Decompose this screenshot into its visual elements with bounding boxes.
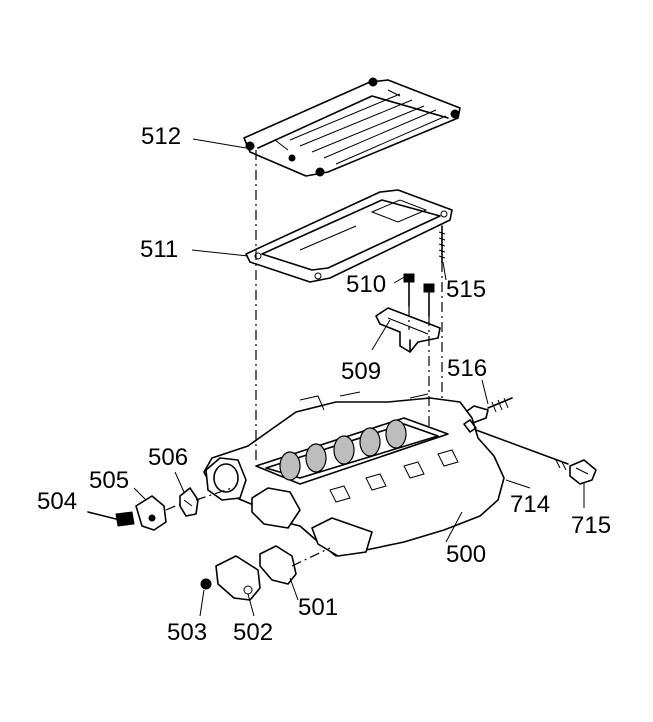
part-500-intake-manifold <box>203 391 505 557</box>
part-509-bracket <box>375 307 441 353</box>
callout-516: 516 <box>447 355 487 382</box>
leader-lines <box>133 138 585 617</box>
callout-511: 511 <box>140 236 178 263</box>
part-506-gasket <box>179 487 199 517</box>
callout-500: 500 <box>446 541 486 568</box>
callout-509: 509 <box>341 358 381 385</box>
part-715-connector <box>569 459 597 485</box>
part-502-cover <box>215 555 261 601</box>
part-515-stud <box>438 225 446 263</box>
callout-503: 503 <box>167 619 207 646</box>
callout-510: 510 <box>346 271 386 298</box>
callout-504: 504 <box>37 488 77 515</box>
part-510-bolts <box>403 273 435 317</box>
part-505-plate <box>135 495 167 531</box>
callout-506: 506 <box>148 444 188 471</box>
callout-515: 515 <box>446 276 486 303</box>
part-501-gasket <box>259 545 297 585</box>
part-504-bolt <box>87 511 135 527</box>
part-511-cover-gasket <box>245 189 453 283</box>
part-714-harness <box>475 429 569 471</box>
callout-715: 715 <box>571 512 611 539</box>
alignment-lines <box>165 150 443 567</box>
callout-502: 502 <box>233 619 273 646</box>
callout-714: 714 <box>510 491 550 518</box>
callout-505: 505 <box>89 467 129 494</box>
callout-501: 501 <box>298 594 338 621</box>
part-503-nut <box>200 578 212 590</box>
part-512-manifold-cover <box>243 77 461 177</box>
callout-512: 512 <box>141 123 181 150</box>
callout-labels: 512 511 510 515 509 516 506 505 504 714 … <box>37 123 611 646</box>
